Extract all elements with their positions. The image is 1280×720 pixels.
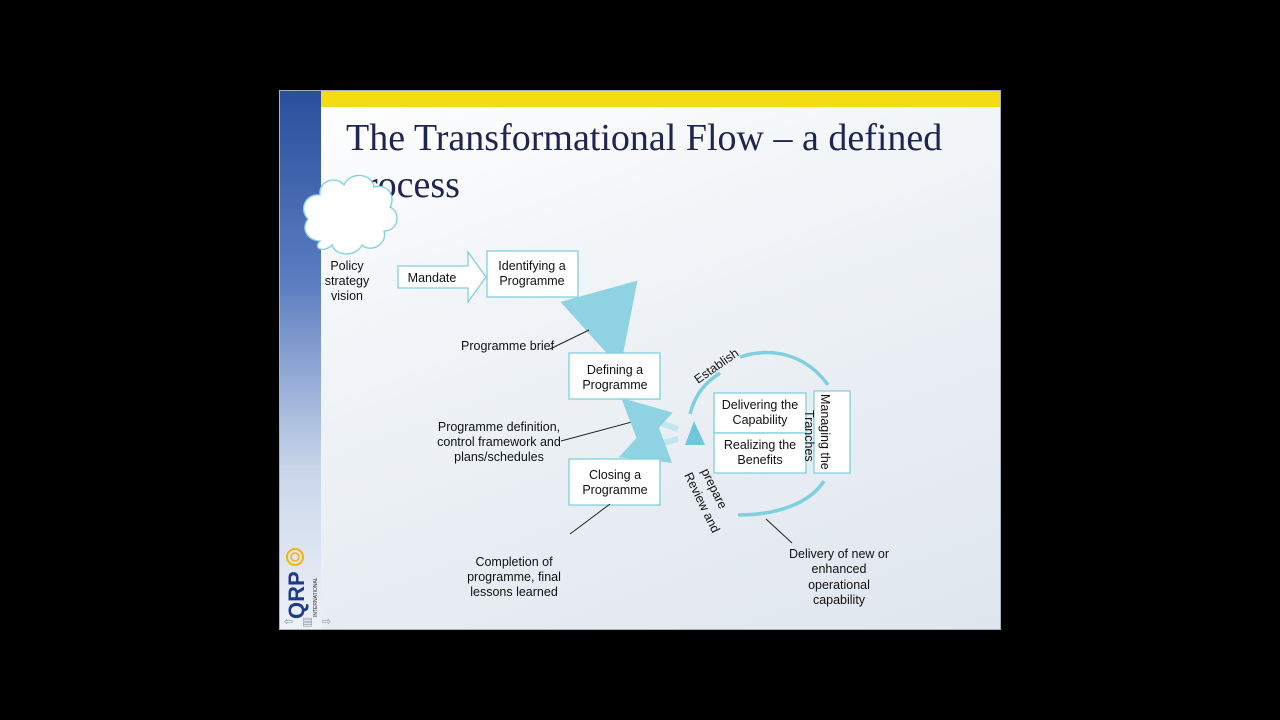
definition-note-line-3: plans/schedules <box>454 450 544 464</box>
defining-line-1: Defining a <box>587 363 643 377</box>
delivering-line-2: Capability <box>733 413 789 427</box>
cloud-line-vision: vision <box>331 289 363 303</box>
top-color-band <box>321 91 1000 107</box>
managing-line-1: Managing the <box>818 394 832 470</box>
closing-line-1: Closing a <box>589 468 641 482</box>
definition-double-arrow <box>621 397 679 449</box>
defining-line-2: Programme <box>582 378 647 392</box>
identifying-line-1: Identifying a <box>498 259 565 273</box>
closing-line-2: Programme <box>582 483 647 497</box>
managing-line-2: Tranches <box>802 410 816 462</box>
completion-line-2: programme, final <box>467 570 561 584</box>
delivering-line-1: Delivering the <box>722 398 798 412</box>
svg-text:INTERNATIONAL: INTERNATIONAL <box>313 577 319 617</box>
realizing-line-1: Realizing the <box>724 438 796 452</box>
programme-brief-label: Programme brief <box>461 339 555 353</box>
delivery-line-4: capability <box>813 593 866 607</box>
definition-note-line-1: Programme definition, <box>438 420 560 434</box>
managing-tranches-box <box>813 390 851 474</box>
svg-text:QRP: QRP <box>284 571 309 619</box>
slide-title: The Transformational Flow – a defined pr… <box>346 117 943 206</box>
slide: The Transformational Flow – a defined pr… <box>279 90 1001 630</box>
definition-note-line-2: control framework and <box>437 435 561 449</box>
cycle-arc-top <box>739 350 830 387</box>
qrp-logo: QRP INTERNATIONAL <box>284 548 319 619</box>
completion-line-3: lessons learned <box>470 585 558 599</box>
programme-brief-leader <box>549 329 590 350</box>
closing-arrow <box>618 417 679 463</box>
arrow-left-icon[interactable]: ⇦ <box>283 615 294 628</box>
cloud-line-strategy: strategy <box>325 274 370 288</box>
defining-programme-box <box>568 352 661 400</box>
mandate-arrow <box>397 249 487 305</box>
cloud-line-policy: Policy <box>330 259 364 273</box>
cycle-arc-bottom <box>737 480 826 517</box>
definition-note-leader <box>560 418 644 442</box>
notes-icon[interactable]: ▤ <box>302 615 313 628</box>
closing-programme-box <box>568 458 661 506</box>
central-triangle <box>685 421 705 445</box>
delivery-line-2: enhanced <box>812 562 867 576</box>
mandate-label: Mandate <box>408 271 457 285</box>
delivering-capability-box <box>713 392 807 434</box>
identify-to-define-arrow <box>560 280 638 369</box>
policy-cloud <box>303 174 398 255</box>
realizing-benefits-box <box>713 432 807 474</box>
delivery-line-3: operational <box>808 578 870 592</box>
arrow-right-icon[interactable]: ⇨ <box>321 615 332 628</box>
completion-note-leader <box>569 503 611 535</box>
transformational-flow-diagram: Policy strategy vision Mandate Identifyi… <box>303 174 889 607</box>
completion-line-1: Completion of <box>475 555 553 569</box>
identifying-line-2: Programme <box>499 274 564 288</box>
realizing-line-2: Benefits <box>737 453 782 467</box>
slide-nav: ⇦ ▤ ⇨ <box>282 615 333 629</box>
left-color-band <box>280 91 321 629</box>
establish-label: Establish <box>692 346 742 387</box>
delivery-note-leader <box>765 518 793 544</box>
cycle-arc-left <box>688 371 721 415</box>
delivery-line-1: Delivery of new or <box>789 547 889 561</box>
